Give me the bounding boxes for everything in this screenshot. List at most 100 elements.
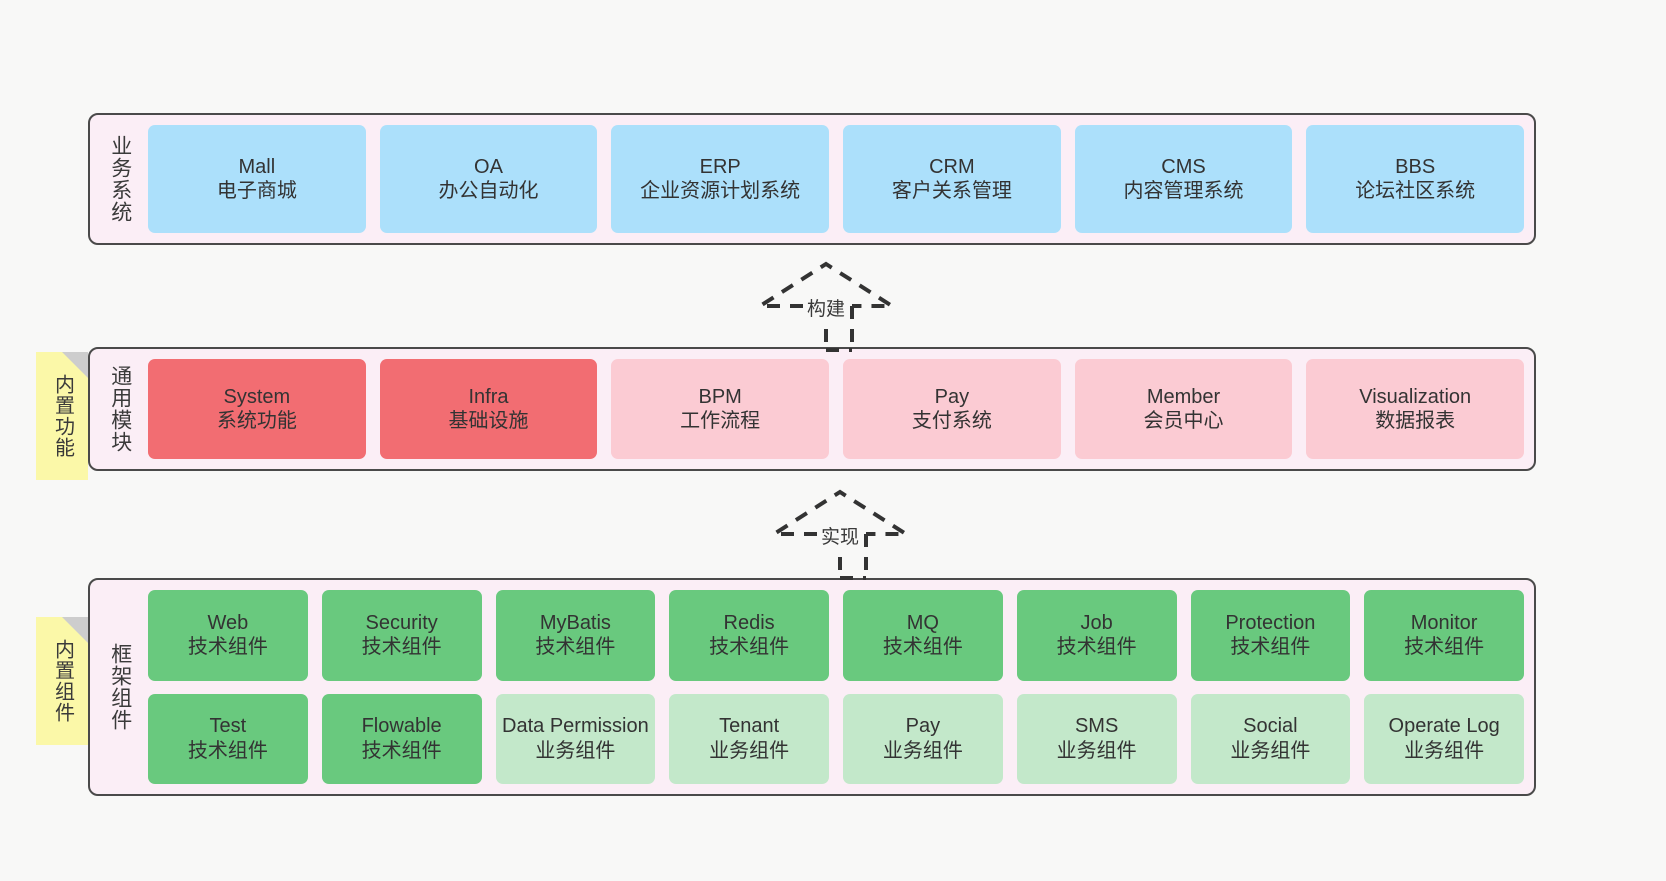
card-visualization[interactable]: Visualization 数据报表 xyxy=(1306,359,1525,459)
layer-title-framework-components: 框架组件 xyxy=(108,643,132,731)
card-grid-framework-components: Web 技术组件 Security 技术组件 MyBatis 技术组件 Redi… xyxy=(140,590,1524,784)
card-title-cn: 技术组件 xyxy=(1230,636,1311,659)
card-title-cn: 业务组件 xyxy=(1404,739,1485,762)
card-security[interactable]: Security 技术组件 xyxy=(321,590,482,681)
layer-framework-components: 框架组件 Web 技术组件 Security 技术组件 MyBatis 技术组件… xyxy=(88,578,1536,796)
card-title-cn: 工作流程 xyxy=(680,410,761,432)
card-title-cn: 技术组件 xyxy=(535,636,616,659)
card-title-en: Infra xyxy=(468,385,509,408)
card-row: Mall 电子商城 OA 办公自动化 ERP 企业资源计划系统 CRM 客户关系… xyxy=(148,125,1525,233)
card-oa[interactable]: OA 办公自动化 xyxy=(379,125,598,233)
card-title-en: CMS xyxy=(1161,155,1206,178)
card-title-en: Flowable xyxy=(361,715,442,738)
card-title-en: Redis xyxy=(723,611,775,634)
card-mybatis[interactable]: MyBatis 技术组件 xyxy=(495,590,656,681)
card-title-cn: 业务组件 xyxy=(535,739,616,762)
sticky-note-builtin-components: 内置组件 xyxy=(36,617,88,745)
card-title-cn: 内容管理系统 xyxy=(1123,180,1244,202)
card-cms[interactable]: CMS 内容管理系统 xyxy=(1074,125,1293,233)
card-title-en: Data Permission xyxy=(502,715,649,738)
card-title-cn: 技术组件 xyxy=(361,636,442,659)
card-title-en: Operate Log xyxy=(1388,715,1500,738)
card-title-en: System xyxy=(223,385,291,408)
card-title-cn: 企业资源计划系统 xyxy=(640,180,801,202)
card-job[interactable]: Job 技术组件 xyxy=(1016,590,1177,681)
card-title-cn: 业务组件 xyxy=(1056,739,1137,762)
card-pay[interactable]: Pay 支付系统 xyxy=(843,359,1061,459)
card-title-cn: 电子商城 xyxy=(216,180,297,202)
card-title-cn: 业务组件 xyxy=(882,739,963,762)
card-title-en: Monitor xyxy=(1410,611,1478,634)
card-title-cn: 技术组件 xyxy=(187,739,268,762)
card-title-en: BPM xyxy=(698,385,742,408)
card-title-en: Pay xyxy=(934,385,970,408)
card-title-en: MyBatis xyxy=(539,611,611,634)
card-crm[interactable]: CRM 客户关系管理 xyxy=(843,125,1061,233)
layer-business-systems: 业务系统 Mall 电子商城 OA 办公自动化 ERP 企业资源计划系统 CRM… xyxy=(88,113,1536,245)
card-title-en: OA xyxy=(474,155,503,178)
card-bbs[interactable]: BBS 论坛社区系统 xyxy=(1306,125,1525,233)
card-title-cn: 论坛社区系统 xyxy=(1355,180,1476,202)
card-grid-business-systems: Mall 电子商城 OA 办公自动化 ERP 企业资源计划系统 CRM 客户关系… xyxy=(140,125,1525,233)
card-title-cn: 系统功能 xyxy=(216,410,297,432)
card-mq[interactable]: MQ 技术组件 xyxy=(843,590,1003,681)
layer-common-modules: 通用模块 System 系统功能 Infra 基础设施 BPM 工作流程 Pay… xyxy=(88,347,1536,471)
sticky-note-label: 内置功能 xyxy=(51,374,74,458)
card-title-en: Job xyxy=(1080,611,1113,634)
card-title-en: BBS xyxy=(1395,155,1436,178)
card-grid-common-modules: System 系统功能 Infra 基础设施 BPM 工作流程 Pay 支付系统… xyxy=(140,359,1525,459)
card-title-en: Visualization xyxy=(1359,385,1472,408)
card-title-en: SMS xyxy=(1074,715,1119,738)
card-row: System 系统功能 Infra 基础设施 BPM 工作流程 Pay 支付系统… xyxy=(148,359,1525,459)
card-title-en: Mall xyxy=(238,155,276,178)
card-title-cn: 基础设施 xyxy=(448,410,529,432)
card-system[interactable]: System 系统功能 xyxy=(148,359,366,459)
card-title-cn: 技术组件 xyxy=(187,636,268,659)
sticky-note-builtin-features: 内置功能 xyxy=(36,352,88,480)
card-title-en: Test xyxy=(209,715,247,738)
card-bpm[interactable]: BPM 工作流程 xyxy=(611,359,830,459)
card-social[interactable]: Social 业务组件 xyxy=(1190,693,1351,784)
card-mall[interactable]: Mall 电子商城 xyxy=(148,125,366,233)
card-title-cn: 技术组件 xyxy=(1056,636,1137,659)
card-data-permission[interactable]: Data Permission 业务组件 xyxy=(495,693,656,784)
card-infra[interactable]: Infra 基础设施 xyxy=(379,359,598,459)
card-row: Test 技术组件 Flowable 技术组件 Data Permission … xyxy=(148,693,1524,784)
card-title-en: Pay xyxy=(905,715,941,738)
card-title-en: ERP xyxy=(699,155,741,178)
card-title-cn: 办公自动化 xyxy=(438,180,539,202)
connector-build-label: 构建 xyxy=(804,294,849,321)
card-flowable[interactable]: Flowable 技术组件 xyxy=(321,693,482,784)
card-protection[interactable]: Protection 技术组件 xyxy=(1190,590,1351,681)
card-member[interactable]: Member 会员中心 xyxy=(1074,359,1293,459)
card-title-en: CRM xyxy=(929,155,975,178)
layer-title-common-modules: 通用模块 xyxy=(108,365,132,453)
card-tenant[interactable]: Tenant 业务组件 xyxy=(669,693,829,784)
card-title-en: Social xyxy=(1243,715,1298,738)
sticky-note-label: 内置组件 xyxy=(51,639,74,723)
card-title-cn: 会员中心 xyxy=(1143,410,1224,432)
card-monitor[interactable]: Monitor 技术组件 xyxy=(1364,590,1524,681)
card-title-cn: 技术组件 xyxy=(709,636,790,659)
card-title-cn: 业务组件 xyxy=(1230,739,1311,762)
card-title-en: MQ xyxy=(906,611,939,634)
card-title-cn: 技术组件 xyxy=(361,739,442,762)
card-title-cn: 业务组件 xyxy=(709,739,790,762)
card-test[interactable]: Test 技术组件 xyxy=(148,693,308,784)
card-pay-component[interactable]: Pay 业务组件 xyxy=(843,693,1003,784)
card-title-cn: 技术组件 xyxy=(1404,636,1485,659)
card-web[interactable]: Web 技术组件 xyxy=(148,590,308,681)
card-erp[interactable]: ERP 企业资源计划系统 xyxy=(611,125,830,233)
card-title-cn: 客户关系管理 xyxy=(891,180,1012,202)
card-title-en: Tenant xyxy=(719,715,780,738)
card-operate-log[interactable]: Operate Log 业务组件 xyxy=(1364,693,1524,784)
card-redis[interactable]: Redis 技术组件 xyxy=(669,590,829,681)
card-title-cn: 支付系统 xyxy=(911,410,992,432)
layer-title-business-systems: 业务系统 xyxy=(108,135,132,223)
card-title-en: Member xyxy=(1146,385,1221,408)
connector-implement-label: 实现 xyxy=(818,522,863,549)
card-title-en: Web xyxy=(207,611,249,634)
card-sms[interactable]: SMS 业务组件 xyxy=(1016,693,1177,784)
card-title-cn: 技术组件 xyxy=(882,636,963,659)
